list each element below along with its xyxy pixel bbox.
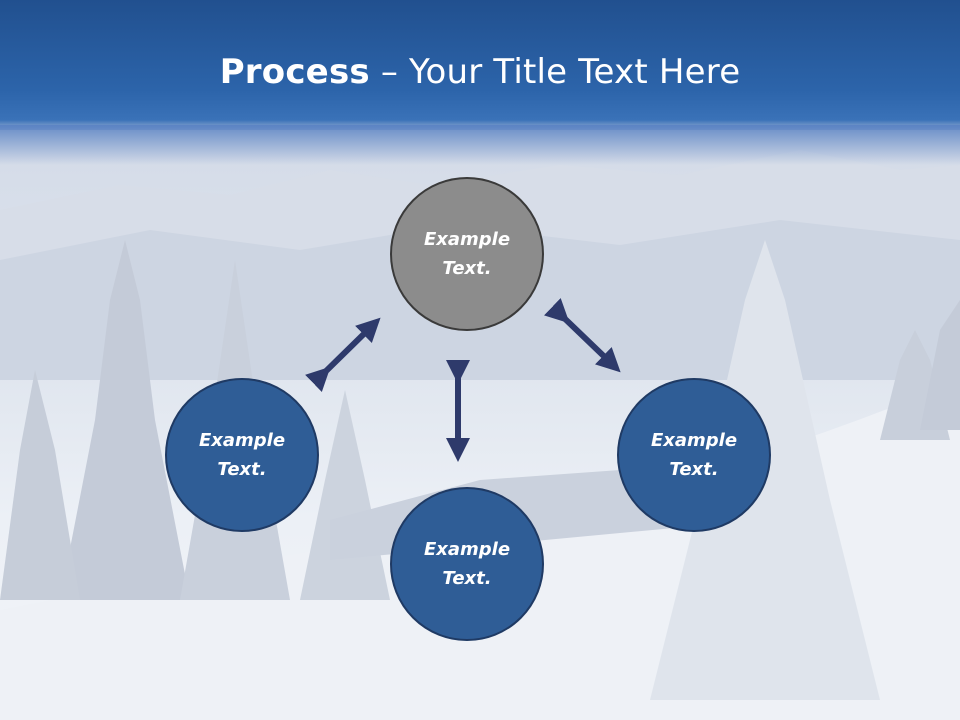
node-bottom-line2: Text.	[442, 568, 492, 589]
process-node-left[interactable]: Example Text.	[165, 378, 319, 532]
title-bar	[0, 0, 960, 130]
process-node-top[interactable]: Example Text.	[390, 177, 544, 331]
node-left-line2: Text.	[217, 459, 267, 480]
title-bold: Process	[219, 52, 370, 92]
process-node-right[interactable]: Example Text.	[617, 378, 771, 532]
title-bar-fade	[0, 125, 960, 165]
title-rest: – Your Title Text Here	[369, 52, 741, 92]
double-arrow-top-left	[305, 317, 381, 392]
node-bottom-line1: Example	[423, 539, 511, 560]
slide-title: Process – Your Title Text Here	[0, 52, 960, 92]
node-right-line1: Example	[650, 430, 738, 451]
node-top-line2: Text.	[442, 258, 492, 279]
process-node-bottom[interactable]: Example Text.	[390, 487, 544, 641]
node-right-line2: Text.	[669, 459, 719, 480]
node-left-line1: Example	[198, 430, 286, 451]
double-arrow-top-right	[544, 298, 621, 373]
node-top-line1: Example	[423, 229, 511, 250]
